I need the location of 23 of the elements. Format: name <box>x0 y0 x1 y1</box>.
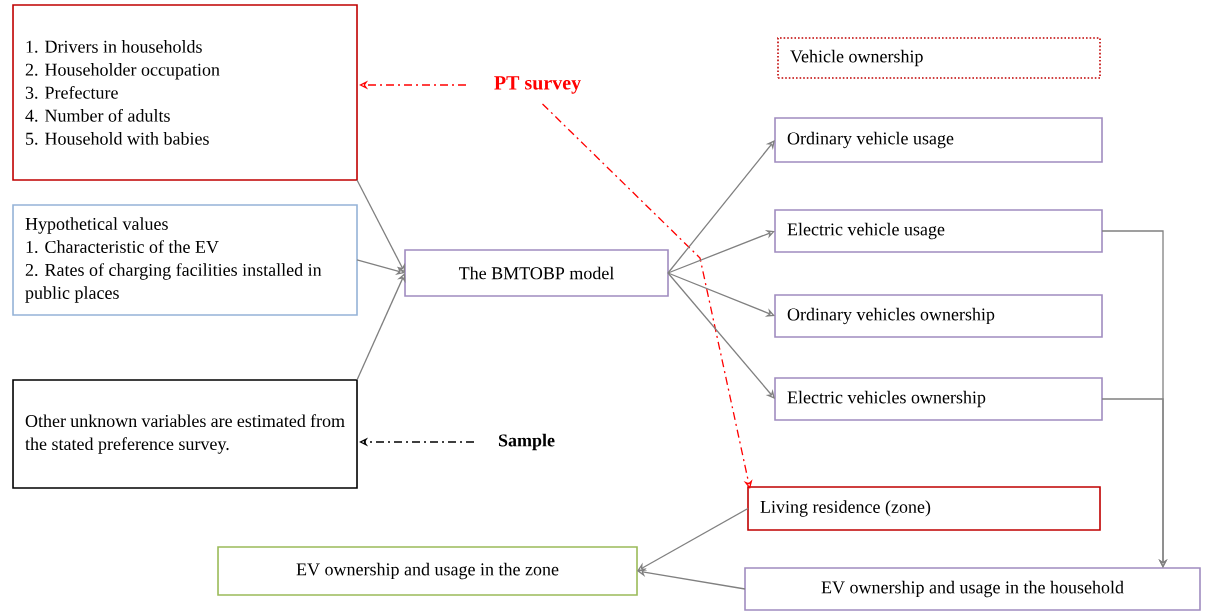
output-box: Ordinary vehicles ownership <box>774 294 1103 338</box>
source-label: Sample <box>498 433 555 451</box>
arrow <box>541 103 753 489</box>
output-box: Ordinary vehicle usage <box>774 117 1103 163</box>
source-label: PT survey <box>494 76 581 94</box>
arrow <box>667 140 775 274</box>
output-box: Electric vehicles ownership <box>774 377 1103 421</box>
arrow <box>1101 398 1168 568</box>
variable-box: Hypothetical values 1. Characteristic of the EV 2. Rates of charging facilities installed in public places <box>12 204 358 316</box>
output-box: Electric vehicle usage <box>774 209 1103 253</box>
arrow <box>637 507 749 571</box>
arrow <box>667 272 775 317</box>
zone-box: Living residence (zone) <box>747 486 1101 531</box>
variable-box: 1. Drivers in households 2. Householder occupation 3. Prefecture 4. Number of adults 5. Household with babies <box>12 4 358 181</box>
arrow <box>667 230 775 274</box>
result-box: EV ownership and usage in the zone <box>217 546 638 596</box>
variable-box: Other unknown variables are estimated from the stated preference survey. <box>12 379 358 489</box>
model-box: The BMTOBP model <box>404 249 669 297</box>
output-box: Vehicle ownership <box>777 37 1101 79</box>
arrow <box>356 179 405 273</box>
result-box: EV ownership and usage in the household <box>744 567 1201 611</box>
arrow <box>667 272 775 399</box>
arrow <box>356 273 406 381</box>
